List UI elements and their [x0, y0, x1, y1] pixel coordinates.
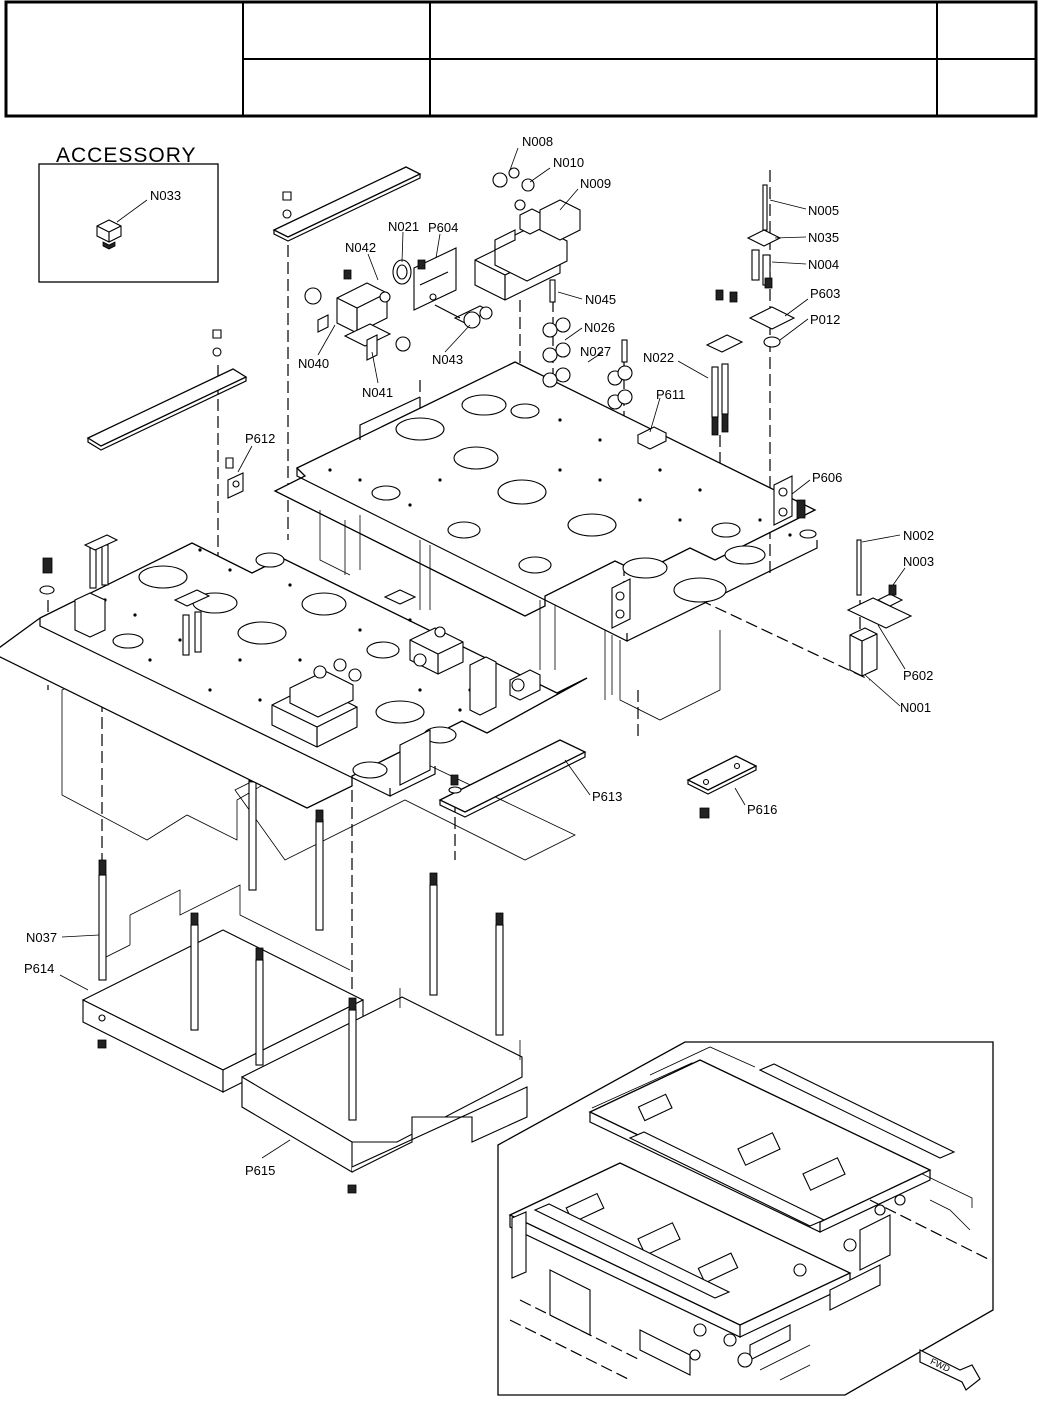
title-block — [6, 2, 1036, 116]
callout-N005: N005 — [808, 203, 839, 218]
callout-N001: N001 — [900, 700, 931, 715]
callout-N043: N043 — [432, 352, 463, 367]
n021-fitting — [393, 260, 411, 284]
callout-N021: N021 — [388, 219, 419, 234]
callout-N009: N009 — [580, 176, 611, 191]
n040-n041-n042-valve — [305, 270, 410, 360]
callout-N037: N037 — [26, 930, 57, 945]
callout-N022: N022 — [643, 350, 674, 365]
callout-P616: P616 — [747, 802, 777, 817]
callout-P604: P604 — [428, 220, 458, 235]
n022-standoff-assembly — [707, 290, 742, 435]
callout-N041: N041 — [362, 385, 393, 400]
n008-n009-n010-valve-manifold — [475, 168, 580, 300]
callout-N045: N045 — [585, 292, 616, 307]
callout-N027: N027 — [580, 344, 611, 359]
callout-N042: N042 — [345, 240, 376, 255]
callout-P615: P615 — [245, 1163, 275, 1178]
callout-N004: N004 — [808, 257, 839, 272]
callout-N033: N033 — [150, 188, 181, 203]
callout-P603: P603 — [810, 286, 840, 301]
fwd-arrow-icon: FWD — [920, 1350, 980, 1390]
p604-bracket — [414, 248, 456, 310]
callout-N003: N003 — [903, 554, 934, 569]
assembled-inset-view: FWD — [498, 1042, 993, 1395]
n043-fitting — [435, 305, 492, 328]
shim-plate-lower — [88, 330, 246, 450]
accessory-box: ACCESSORY N033 — [39, 144, 218, 282]
n004-n005-n035-n012-stack — [748, 185, 794, 347]
callout-N035: N035 — [808, 230, 839, 245]
callout-P012: P012 — [810, 312, 840, 327]
p616-plate — [688, 756, 756, 818]
p612-bracket — [226, 458, 243, 498]
callout-P606: P606 — [812, 470, 842, 485]
callout-P611: P611 — [656, 387, 685, 402]
n001-n002-n003-p602-assembly — [848, 540, 911, 676]
callout-P613: P613 — [592, 789, 622, 804]
callout-P602: P602 — [903, 668, 933, 683]
callout-N040: N040 — [298, 356, 329, 371]
callout-N002: N002 — [903, 528, 934, 543]
callout-N026: N026 — [584, 320, 615, 335]
callout-N010: N010 — [553, 155, 584, 170]
callout-N008: N008 — [522, 134, 553, 149]
callout-P612: P612 — [245, 431, 275, 446]
n033-cap-icon — [97, 220, 121, 249]
callout-P614: P614 — [24, 961, 54, 976]
